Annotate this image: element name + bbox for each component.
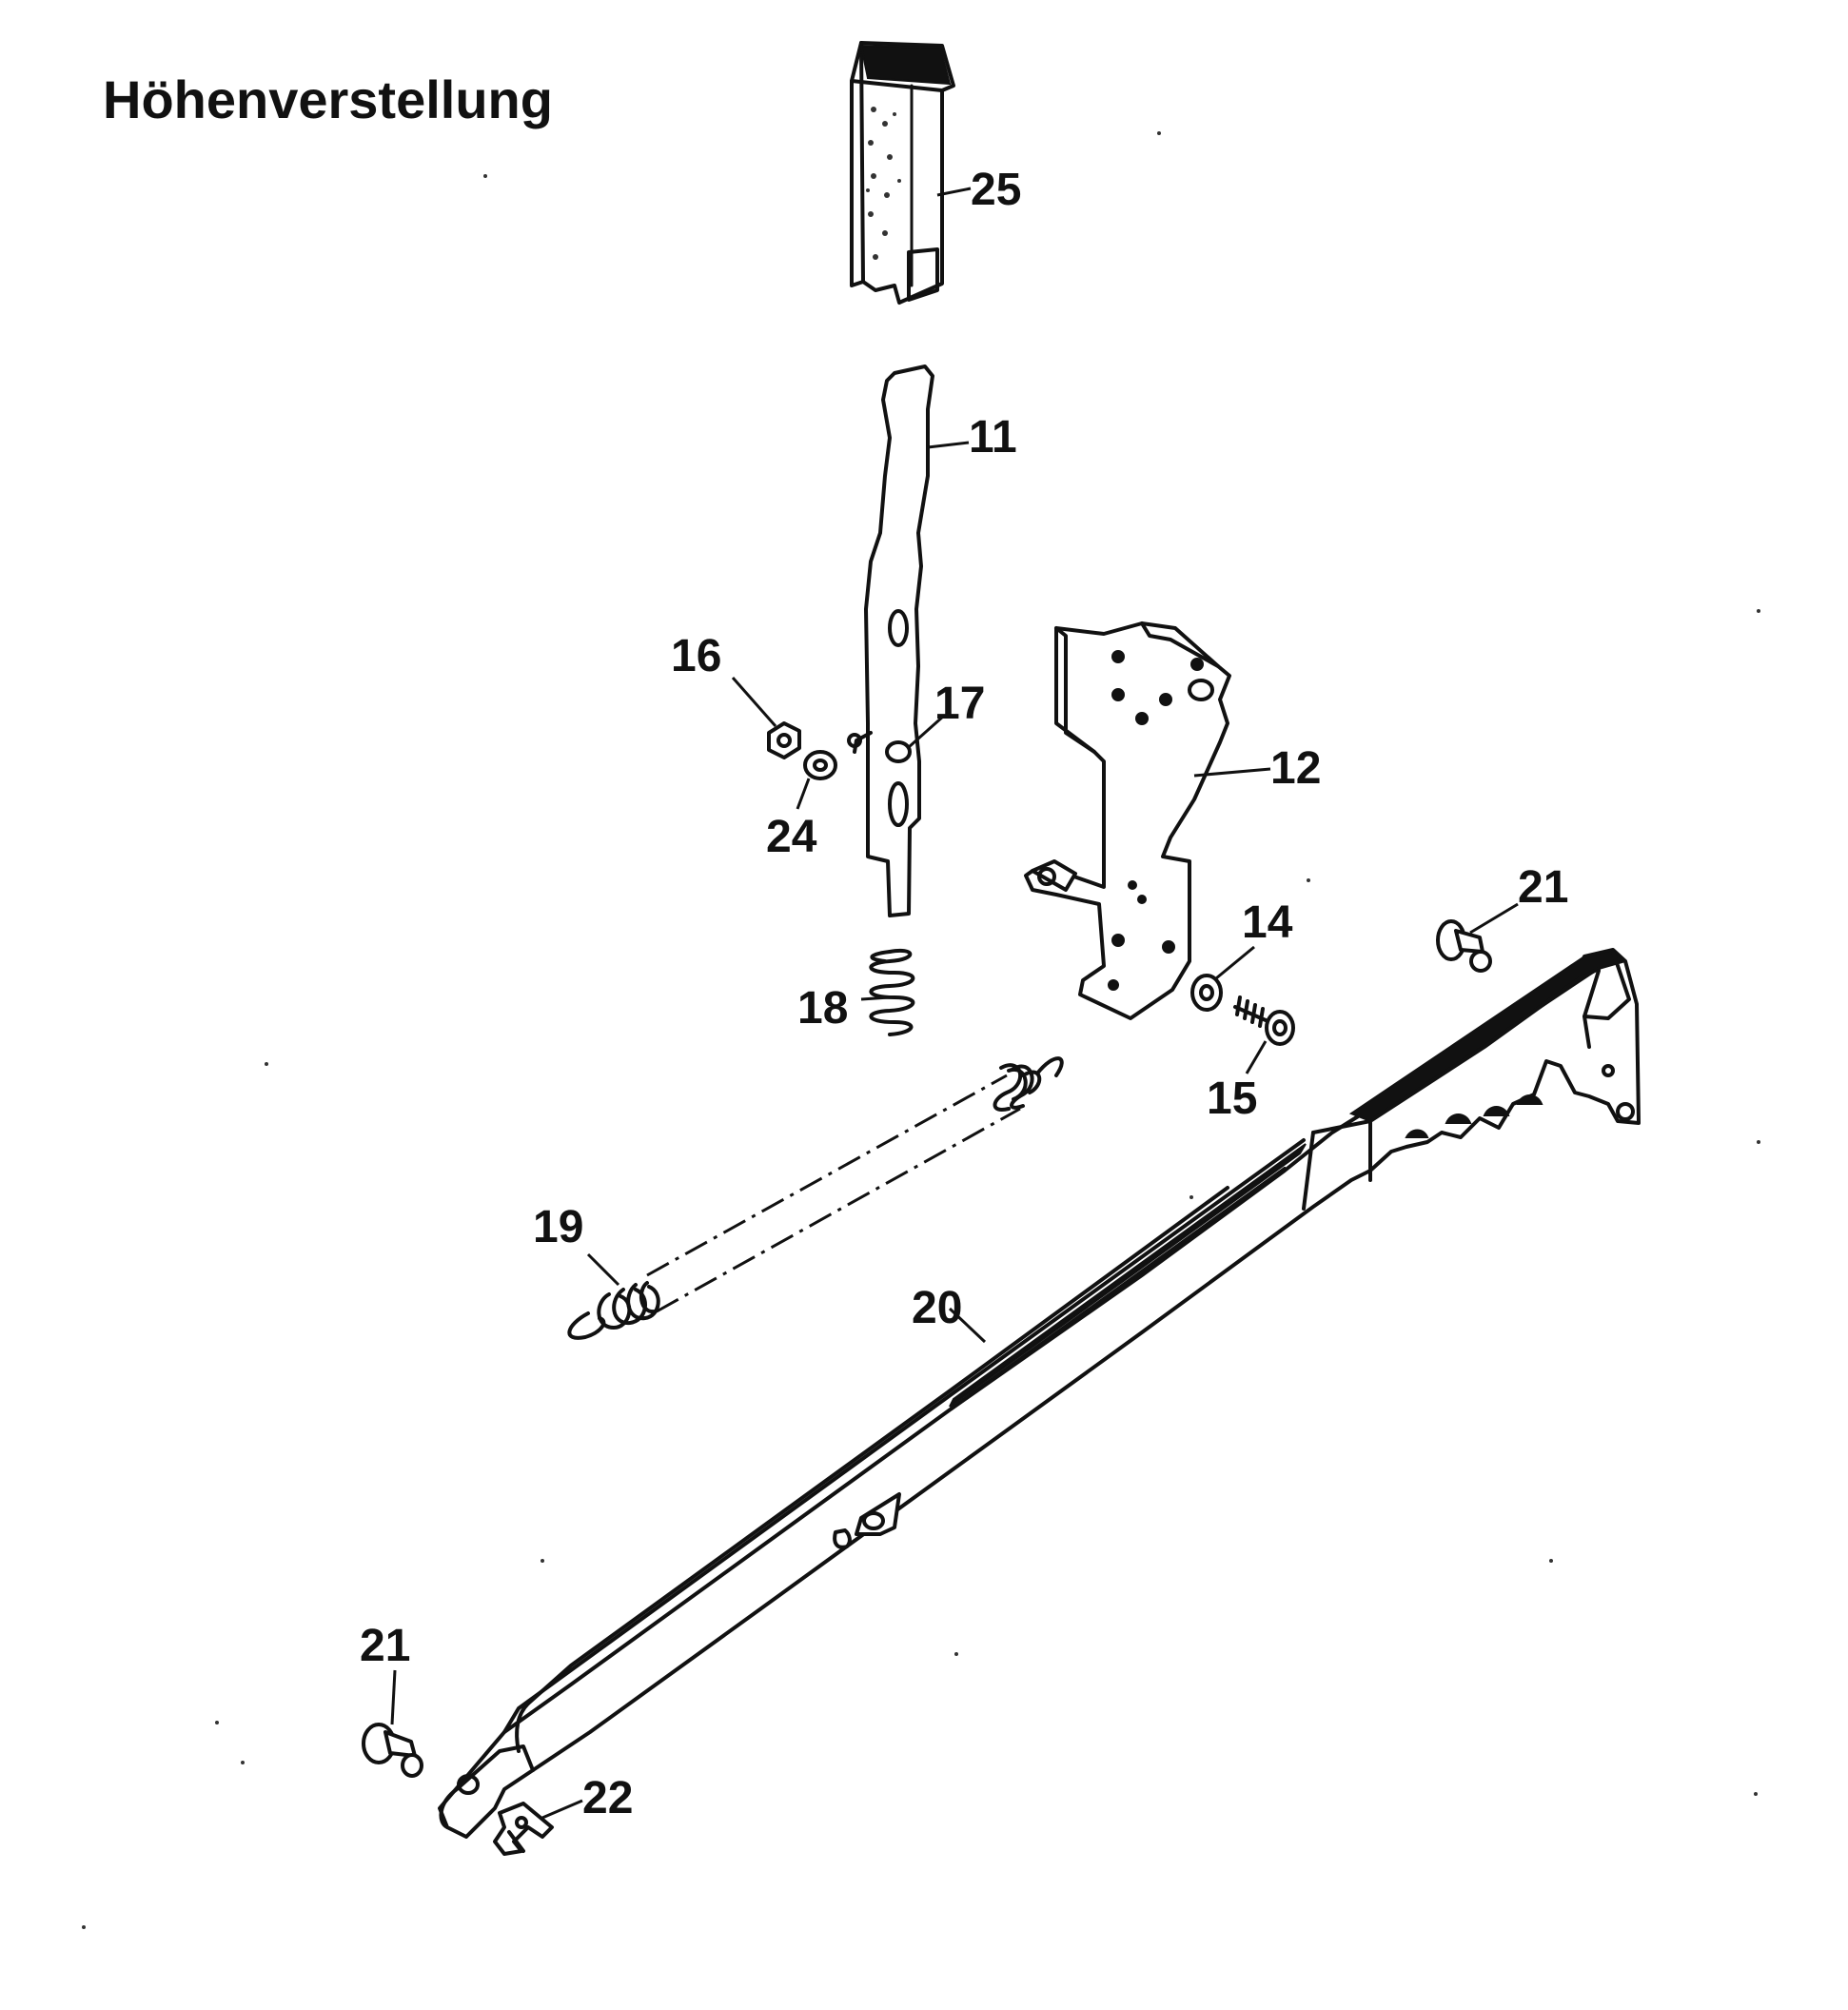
part-11-adjustment-bar xyxy=(847,365,934,917)
callout-12: 12 xyxy=(1270,743,1321,794)
callout-21-upper: 21 xyxy=(1518,862,1568,913)
callout-16: 16 xyxy=(671,631,721,681)
leader-24 xyxy=(796,778,811,810)
part-12-bracket xyxy=(1024,621,1231,1020)
callout-14: 14 xyxy=(1242,897,1293,948)
leader-21-lower xyxy=(390,1669,397,1725)
leader-25 xyxy=(936,187,972,197)
diagram-title: Höhenverstellung xyxy=(103,69,553,129)
part-24-washer xyxy=(803,750,837,780)
part-16-nut xyxy=(767,721,801,759)
callout-20: 20 xyxy=(912,1283,962,1333)
leader-19 xyxy=(586,1252,620,1287)
callout-15: 15 xyxy=(1207,1074,1257,1124)
callout-11: 11 xyxy=(969,412,1017,463)
callout-19: 19 xyxy=(533,1202,583,1252)
leader-20 xyxy=(948,1307,987,1344)
leader-15 xyxy=(1245,1040,1268,1074)
callout-25: 25 xyxy=(971,165,1021,215)
part-18-spring xyxy=(869,948,915,1036)
leader-14 xyxy=(1215,945,1255,980)
callout-18: 18 xyxy=(797,983,848,1034)
callout-22: 22 xyxy=(582,1773,633,1823)
part-19-tension-spring xyxy=(567,1056,1064,1340)
part-22-clip xyxy=(493,1802,554,1856)
part-21-rivet-upper xyxy=(1436,919,1492,973)
part-25-cap xyxy=(850,41,955,305)
leader-17 xyxy=(908,714,945,749)
part-21-rivet-lower xyxy=(362,1723,423,1778)
leader-22 xyxy=(541,1799,583,1820)
part-15-screw xyxy=(1233,995,1295,1046)
part-14-washer xyxy=(1190,974,1223,1012)
part-20-lever-arm xyxy=(438,948,1641,1839)
leader-12 xyxy=(1193,767,1271,778)
callout-17: 17 xyxy=(934,679,985,729)
leader-11 xyxy=(927,441,970,449)
leader-18 xyxy=(860,995,891,1001)
leader-21-upper xyxy=(1469,902,1519,935)
callout-21-lower: 21 xyxy=(360,1621,410,1671)
leader-16 xyxy=(731,677,777,727)
callout-24: 24 xyxy=(766,812,817,862)
scan-specks xyxy=(82,131,1760,1929)
